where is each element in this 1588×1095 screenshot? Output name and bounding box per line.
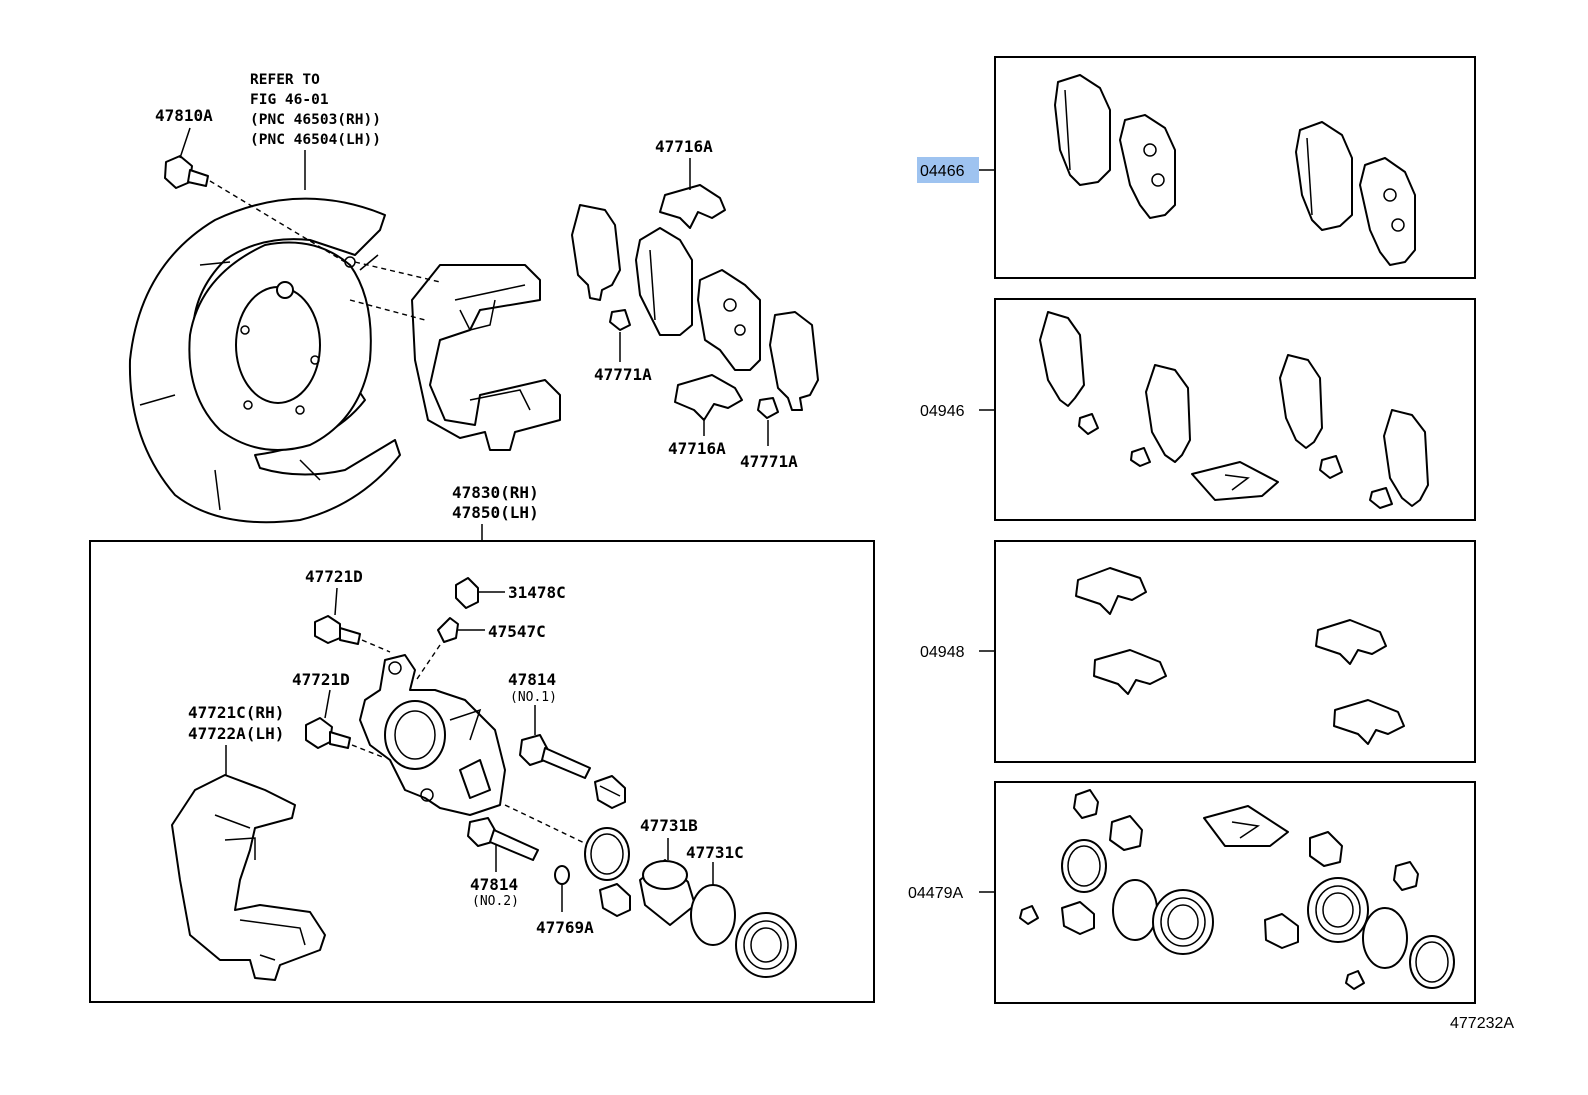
- brake-pad-shim-left[interactable]: [571, 204, 621, 301]
- label-47721C-rh[interactable]: 47721C(RH): [188, 703, 284, 722]
- bolt-47721D-top[interactable]: [314, 587, 391, 653]
- label-47716A-bottom[interactable]: 47716A: [668, 439, 726, 458]
- label-no1: (NO.1): [510, 690, 557, 705]
- bleeder-plug-47547C[interactable]: [414, 617, 485, 683]
- label-47850-lh[interactable]: 47850(LH): [452, 503, 539, 522]
- label-47721D-top[interactable]: 47721D: [305, 567, 363, 586]
- label-47830-rh[interactable]: 47830(RH): [452, 483, 539, 502]
- kit-code-04946[interactable]: 04946: [920, 403, 965, 420]
- caliper-mounting-bracket-upper[interactable]: [349, 261, 561, 451]
- pad-support-plate-47716A-bottom[interactable]: [674, 374, 743, 436]
- cylinder-boot[interactable]: [735, 912, 797, 978]
- diagram-code: 477232A: [1450, 1015, 1514, 1032]
- kit-box-04946[interactable]: [994, 298, 1476, 521]
- label-47716A-top[interactable]: 47716A: [655, 137, 713, 156]
- piston-seal-ring[interactable]: [584, 827, 630, 881]
- pad-support-plate-47716A-top[interactable]: [659, 158, 726, 229]
- label-47722A-lh[interactable]: 47722A(LH): [188, 724, 284, 743]
- kit-code-04948[interactable]: 04948: [920, 644, 965, 661]
- bolt-47810A[interactable]: [164, 127, 346, 263]
- label-47771A-right[interactable]: 47771A: [740, 452, 798, 471]
- bleeder-cap-31478C[interactable]: [455, 577, 505, 609]
- anti-squeal-clip-47771A-right[interactable]: [757, 397, 779, 446]
- dust-cover-backing-plate[interactable]: [128, 197, 401, 524]
- caliper-assembly-frame: [89, 540, 875, 1003]
- kit-code-04466[interactable]: 04466: [920, 163, 965, 180]
- caliper-cylinder-body[interactable]: [359, 654, 506, 816]
- slide-pin-47814-no1[interactable]: [519, 705, 591, 779]
- refer-note-line4: (PNC 46504(LH)): [250, 132, 381, 148]
- bushing-47769A[interactable]: [554, 865, 570, 912]
- slide-bushing-boot-upper[interactable]: [594, 775, 626, 809]
- label-47814-no1[interactable]: 47814: [508, 670, 556, 689]
- kit-box-04948[interactable]: [994, 540, 1476, 763]
- caliper-mounting-bracket-lower[interactable]: [171, 774, 326, 981]
- kit-04479A-seals-boots: [1019, 789, 1455, 990]
- kit-box-04479A[interactable]: [994, 781, 1476, 1004]
- label-47771A-left[interactable]: 47771A: [594, 365, 652, 384]
- anti-squeal-clip-47771A-left[interactable]: [609, 309, 631, 362]
- label-47731C[interactable]: 47731C: [686, 843, 744, 862]
- kit-box-04466[interactable]: [994, 56, 1476, 279]
- label-47721D-mid[interactable]: 47721D: [292, 670, 350, 689]
- refer-note-line2: FIG 46-01: [250, 92, 329, 108]
- piston-seal-47731C[interactable]: [690, 862, 736, 946]
- brake-pad-outer[interactable]: [697, 269, 761, 371]
- label-47731B[interactable]: 47731B: [640, 816, 698, 835]
- kit-code-04479A[interactable]: 04479A: [908, 885, 963, 902]
- label-47769A[interactable]: 47769A: [536, 918, 594, 937]
- piston-47731B[interactable]: [639, 838, 696, 926]
- refer-note: REFER TO FIG 46-01 (PNC 46503(RH)) (PNC …: [250, 72, 381, 190]
- label-47814-no2[interactable]: 47814: [470, 875, 518, 894]
- bolt-47721D-mid[interactable]: [305, 689, 386, 759]
- kit-04948-support-plates: [1075, 567, 1405, 745]
- label-no2: (NO.2): [472, 894, 519, 909]
- refer-note-line1: REFER TO: [250, 72, 320, 88]
- refer-note-line3: (PNC 46503(RH)): [250, 112, 381, 128]
- kit-04466-highlight: [917, 157, 979, 183]
- kit-04946-shims-clips: [1039, 311, 1429, 509]
- label-47547C[interactable]: 47547C: [488, 622, 546, 641]
- label-47810A[interactable]: 47810A: [155, 106, 213, 125]
- kit-04466-pads: [1054, 74, 1416, 266]
- slide-bushing-boot-lower[interactable]: [599, 883, 631, 917]
- slide-pin-47814-no2[interactable]: [467, 817, 539, 872]
- label-31478C[interactable]: 31478C: [508, 583, 566, 602]
- brake-pad-shim-right[interactable]: [769, 311, 819, 411]
- brake-pad-inner[interactable]: [635, 227, 693, 336]
